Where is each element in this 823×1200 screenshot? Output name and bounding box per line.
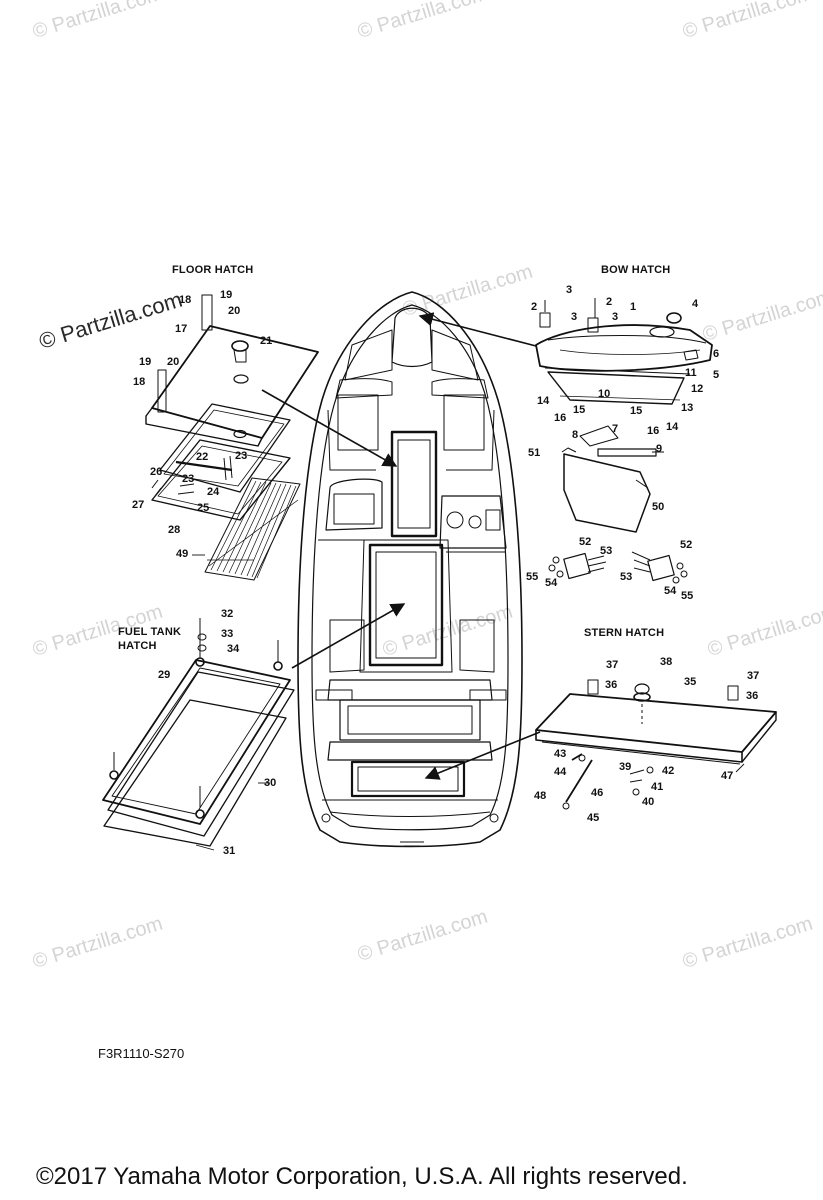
callout-6[interactable]: 6: [713, 348, 720, 360]
callout-54[interactable]: 54: [664, 585, 677, 597]
diagram-code: F3R1110-S270: [98, 1046, 185, 1061]
callout-5[interactable]: 5: [713, 369, 720, 381]
callout-3[interactable]: 3: [612, 311, 619, 323]
callout-36[interactable]: 36: [746, 690, 759, 702]
callout-37[interactable]: 37: [747, 670, 760, 682]
floor-mat: [204, 477, 301, 581]
callout-20[interactable]: 20: [228, 305, 241, 317]
callout-17[interactable]: 17: [175, 323, 188, 335]
callout-8[interactable]: 8: [572, 429, 579, 441]
callout-44[interactable]: 44: [554, 766, 567, 778]
callout-33[interactable]: 33: [221, 628, 234, 640]
callout-48[interactable]: 48: [534, 790, 547, 802]
leader-lines: [192, 554, 745, 851]
callout-46[interactable]: 46: [591, 787, 604, 799]
callout-40[interactable]: 40: [642, 796, 655, 808]
callout-10[interactable]: 10: [598, 388, 611, 400]
callout-16[interactable]: 16: [554, 412, 567, 424]
callout-18[interactable]: 18: [179, 294, 192, 306]
bow-hatch-assembly: [535, 298, 713, 533]
callout-34[interactable]: 34: [227, 643, 240, 655]
section-label-floor-hatch: FLOOR HATCH: [172, 264, 254, 276]
section-label-fuel-tank-hatch-2: HATCH: [118, 640, 157, 652]
callout-49[interactable]: 49: [176, 548, 189, 560]
callout-26[interactable]: 26: [150, 466, 163, 478]
stern-hatch-assembly: [535, 679, 777, 810]
callout-20[interactable]: 20: [167, 356, 180, 368]
callout-51[interactable]: 51: [528, 447, 541, 459]
callout-37[interactable]: 37: [606, 659, 619, 671]
callout-38[interactable]: 38: [660, 656, 673, 668]
callout-16[interactable]: 16: [647, 425, 660, 437]
callout-15[interactable]: 15: [573, 404, 586, 416]
callout-25[interactable]: 25: [197, 502, 210, 514]
callout-36[interactable]: 36: [605, 679, 618, 691]
callout-1[interactable]: 1: [630, 301, 637, 313]
callout-24[interactable]: 24: [207, 486, 220, 498]
callout-47[interactable]: 47: [721, 770, 734, 782]
callout-54[interactable]: 54: [545, 577, 558, 589]
callout-28[interactable]: 28: [168, 524, 181, 536]
callout-23[interactable]: 23: [182, 473, 195, 485]
callout-41[interactable]: 41: [651, 781, 664, 793]
callout-14[interactable]: 14: [537, 395, 550, 407]
callout-2[interactable]: 2: [531, 301, 538, 313]
callout-2[interactable]: 2: [606, 296, 613, 308]
callout-9[interactable]: 9: [656, 443, 663, 455]
callout-55[interactable]: 55: [681, 590, 694, 602]
callout-55[interactable]: 55: [526, 571, 539, 583]
bow-hinges: [548, 551, 688, 584]
callout-27[interactable]: 27: [132, 499, 145, 511]
callout-7[interactable]: 7: [612, 423, 619, 435]
callout-35[interactable]: 35: [684, 676, 697, 688]
callout-53[interactable]: 53: [620, 571, 633, 583]
location-arrows: [261, 312, 541, 780]
callout-29[interactable]: 29: [158, 669, 171, 681]
callout-11[interactable]: 11: [685, 367, 697, 379]
callout-13[interactable]: 13: [681, 402, 694, 414]
callout-50[interactable]: 50: [652, 501, 665, 513]
callout-3[interactable]: 3: [571, 311, 578, 323]
floor-hatch-assembly: [145, 294, 319, 521]
callout-3[interactable]: 3: [566, 284, 573, 296]
callout-32[interactable]: 32: [221, 608, 234, 620]
callout-15[interactable]: 15: [630, 405, 643, 417]
callout-43[interactable]: 43: [554, 748, 567, 760]
boat-hull: [297, 291, 523, 848]
callout-39[interactable]: 39: [619, 761, 632, 773]
callout-31[interactable]: 31: [223, 845, 236, 857]
section-label-bow-hatch: BOW HATCH: [601, 264, 671, 276]
callout-30[interactable]: 30: [264, 777, 277, 789]
section-label-stern-hatch: STERN HATCH: [584, 627, 665, 639]
callout-14[interactable]: 14: [666, 421, 679, 433]
copyright-notice: ©2017 Yamaha Motor Corporation, U.S.A. A…: [36, 1163, 688, 1190]
callout-52[interactable]: 52: [579, 536, 592, 548]
callout-52[interactable]: 52: [680, 539, 693, 551]
section-label-fuel-tank-hatch-1: FUEL TANK: [118, 626, 182, 638]
callout-23[interactable]: 23: [235, 450, 248, 462]
callout-12[interactable]: 12: [691, 383, 704, 395]
callout-45[interactable]: 45: [587, 812, 600, 824]
callout-4[interactable]: 4: [692, 298, 699, 310]
callout-18[interactable]: 18: [133, 376, 146, 388]
callout-53[interactable]: 53: [600, 545, 613, 557]
callout-22[interactable]: 22: [196, 451, 209, 463]
callout-19[interactable]: 19: [139, 356, 152, 368]
fuel-tank-hatch-assembly: [102, 618, 295, 847]
callout-19[interactable]: 19: [220, 289, 233, 301]
callout-42[interactable]: 42: [662, 765, 675, 777]
callout-21[interactable]: 21: [260, 335, 273, 347]
